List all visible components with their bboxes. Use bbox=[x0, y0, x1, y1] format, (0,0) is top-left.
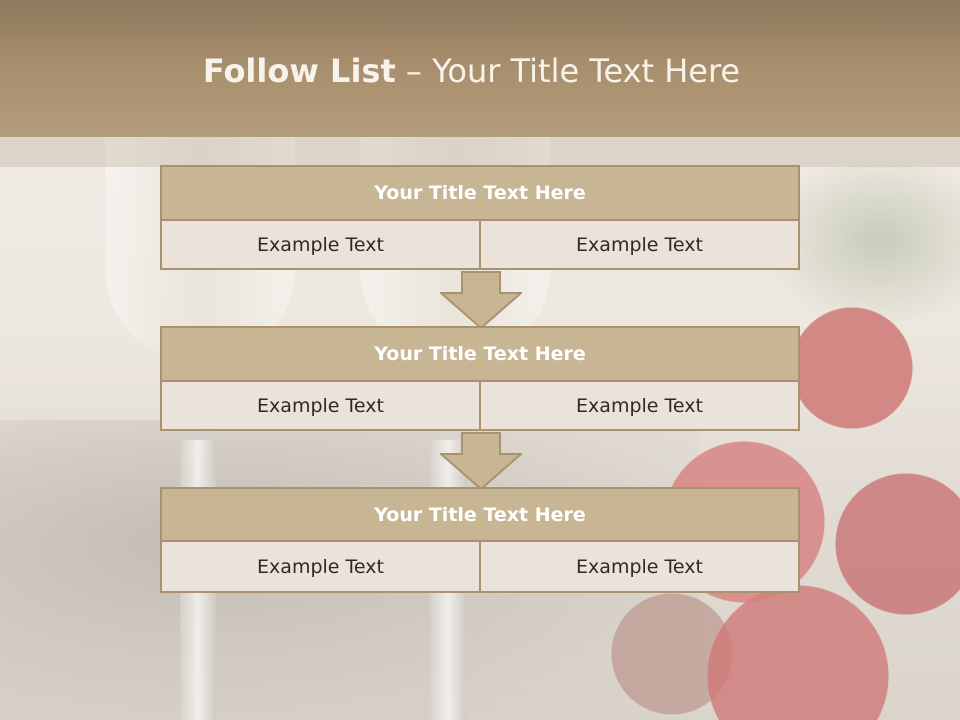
block-right-cell[interactable]: Example Text bbox=[481, 221, 800, 270]
block-left-cell[interactable]: Example Text bbox=[160, 221, 481, 270]
flow-block-3[interactable]: Your Title Text Here Example Text Exampl… bbox=[160, 487, 800, 593]
block-title[interactable]: Your Title Text Here bbox=[160, 165, 800, 221]
slide-title-bold: Follow List bbox=[202, 52, 396, 90]
slide-title[interactable]: Follow List – Your Title Text Here bbox=[0, 52, 943, 90]
block-right-cell[interactable]: Example Text bbox=[481, 382, 800, 431]
down-arrow-icon bbox=[440, 271, 522, 329]
block-right-cell[interactable]: Example Text bbox=[481, 542, 800, 593]
flow-block-1[interactable]: Your Title Text Here Example Text Exampl… bbox=[160, 165, 800, 270]
down-arrow-icon bbox=[440, 432, 522, 490]
block-title[interactable]: Your Title Text Here bbox=[160, 326, 800, 382]
header-bar bbox=[0, 0, 960, 167]
slide-title-rest: – Your Title Text Here bbox=[395, 52, 741, 90]
block-title[interactable]: Your Title Text Here bbox=[160, 487, 800, 542]
flow-block-2[interactable]: Your Title Text Here Example Text Exampl… bbox=[160, 326, 800, 431]
block-left-cell[interactable]: Example Text bbox=[160, 542, 481, 593]
block-left-cell[interactable]: Example Text bbox=[160, 382, 481, 431]
